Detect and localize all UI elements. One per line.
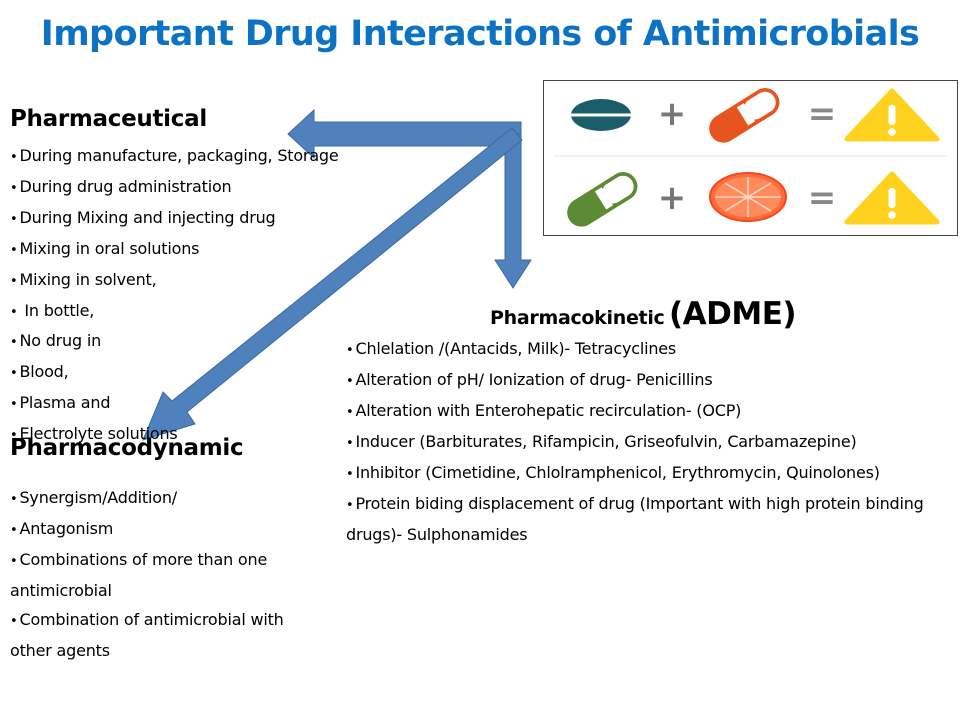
equals-sign: =: [808, 94, 837, 134]
plus-sign: +: [658, 178, 687, 218]
list-item: Chlelation /(Antacids, Milk)- Tetracycli…: [346, 334, 946, 365]
pharmacokinetic-list: Chlelation /(Antacids, Milk)- Tetracycli…: [346, 334, 946, 549]
list-item: Inducer (Barbiturates, Rifampicin, Grise…: [346, 427, 946, 458]
drug-interaction-illustration: + = + =: [543, 80, 958, 236]
pharmacodynamic-heading: Pharmacodynamic: [10, 435, 244, 461]
list-item: No drug in: [10, 327, 339, 358]
grapefruit-icon: [709, 172, 787, 222]
warning-icon: [844, 88, 940, 142]
pharmacokinetic-heading-suffix: (ADME): [668, 296, 797, 332]
arrow-to-pharmacokinetic: [494, 133, 532, 289]
list-item: Blood,: [10, 358, 339, 389]
list-item: Mixing in oral solutions: [10, 235, 339, 266]
list-item: Inhibitor (Cimetidine, Chlolramphenicol,…: [346, 458, 946, 489]
pharmaceutical-list: During manufacture, packaging, Storage D…: [10, 142, 339, 451]
list-item: During Mixing and injecting drug: [10, 204, 339, 235]
list-item: Electrolyte solutions: [10, 420, 339, 451]
list-item: Combination of antimicrobial with other …: [10, 605, 310, 665]
page-title: Important Drug Interactions of Antimicro…: [40, 14, 920, 54]
warning-icon: [844, 171, 940, 225]
tablet-icon: [571, 99, 631, 131]
pharmaceutical-heading: Pharmaceutical: [10, 106, 207, 132]
list-item: Mixing in solvent,: [10, 266, 339, 297]
list-item: Alteration of pH/ Ionization of drug- Pe…: [346, 365, 946, 396]
list-item: Synergism/Addition/: [10, 483, 310, 514]
list-item: In bottle,: [10, 297, 339, 328]
list-item: During drug administration: [10, 173, 339, 204]
list-item: Combinations of more than one antimicrob…: [10, 545, 310, 605]
pharmacokinetic-heading: Pharmacokinetic (ADME): [490, 296, 797, 332]
list-item: During manufacture, packaging, Storage: [10, 142, 338, 173]
pharmacodynamic-list: Synergism/Addition/ Antagonism Combinati…: [10, 483, 310, 665]
plus-sign: +: [658, 94, 687, 134]
list-item: Plasma and: [10, 389, 339, 420]
list-item: Alteration with Enterohepatic recirculat…: [346, 396, 946, 427]
pharmacokinetic-heading-text: Pharmacokinetic: [490, 307, 665, 329]
list-item: Protein biding displacement of drug (Imp…: [346, 489, 946, 549]
illustration-svg: + = + =: [554, 88, 947, 227]
capsule-icon: [567, 172, 638, 227]
list-item: Antagonism: [10, 514, 310, 545]
equals-sign: =: [808, 178, 837, 218]
capsule-icon: [709, 88, 780, 143]
